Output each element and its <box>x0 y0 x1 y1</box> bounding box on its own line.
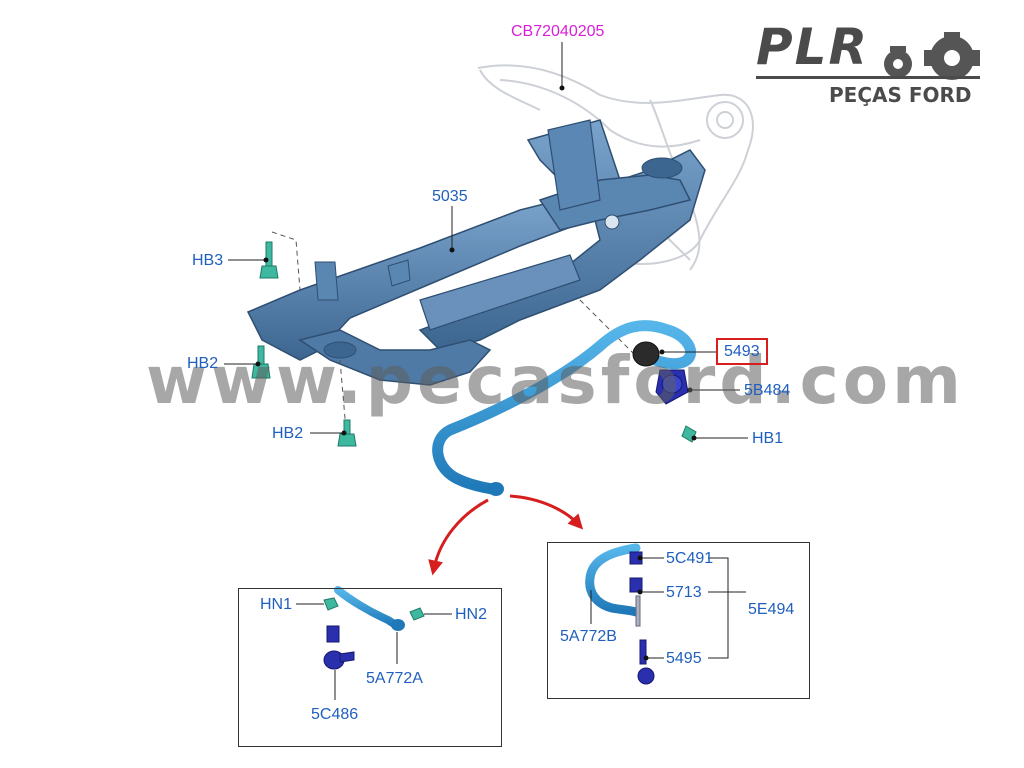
stabilizer-bar <box>432 320 696 496</box>
callout-hb2-lower: HB2 <box>272 425 304 442</box>
logo-gears-icon <box>884 32 980 80</box>
guide-lines <box>271 231 641 431</box>
callout-5035: 5035 <box>432 188 468 205</box>
reference-code: CB72040205 <box>511 23 605 40</box>
callout-5b484: 5B484 <box>744 382 791 399</box>
inset-right <box>547 542 810 699</box>
logo-title: PLR <box>756 18 870 76</box>
inset-right-drawing <box>585 543 746 685</box>
callout-5c491: 5C491 <box>666 550 714 567</box>
callout-5a772b: 5A772B <box>560 628 617 645</box>
leader-lines <box>224 42 748 439</box>
inset-left-drawing <box>296 586 452 700</box>
callout-hb2-upper: HB2 <box>187 355 219 372</box>
subframe <box>246 119 706 386</box>
bracket-5b484 <box>655 369 689 405</box>
leader-dots <box>255 85 697 441</box>
callout-hn2: HN2 <box>455 606 488 623</box>
callout-hb1: HB1 <box>752 430 784 447</box>
callout-5a772a: 5A772A <box>366 670 423 687</box>
callout-hb3: HB3 <box>192 252 224 269</box>
logo-subtitle: PEÇAS FORD <box>829 83 972 107</box>
callout-5c486: 5C486 <box>311 706 359 723</box>
callout-5495: 5495 <box>666 650 702 667</box>
fasteners <box>251 241 697 447</box>
watermark-text: www.pecasford.com <box>146 342 965 419</box>
callout-5493-highlighted: 5493 <box>716 338 768 365</box>
red-arrows <box>428 494 584 576</box>
inset-left <box>238 588 502 747</box>
callout-hn1: HN1 <box>260 596 293 613</box>
callout-5e494: 5E494 <box>748 601 795 618</box>
bushing-5493 <box>632 341 660 367</box>
logo-rule <box>756 76 980 79</box>
callout-5713: 5713 <box>666 584 702 601</box>
